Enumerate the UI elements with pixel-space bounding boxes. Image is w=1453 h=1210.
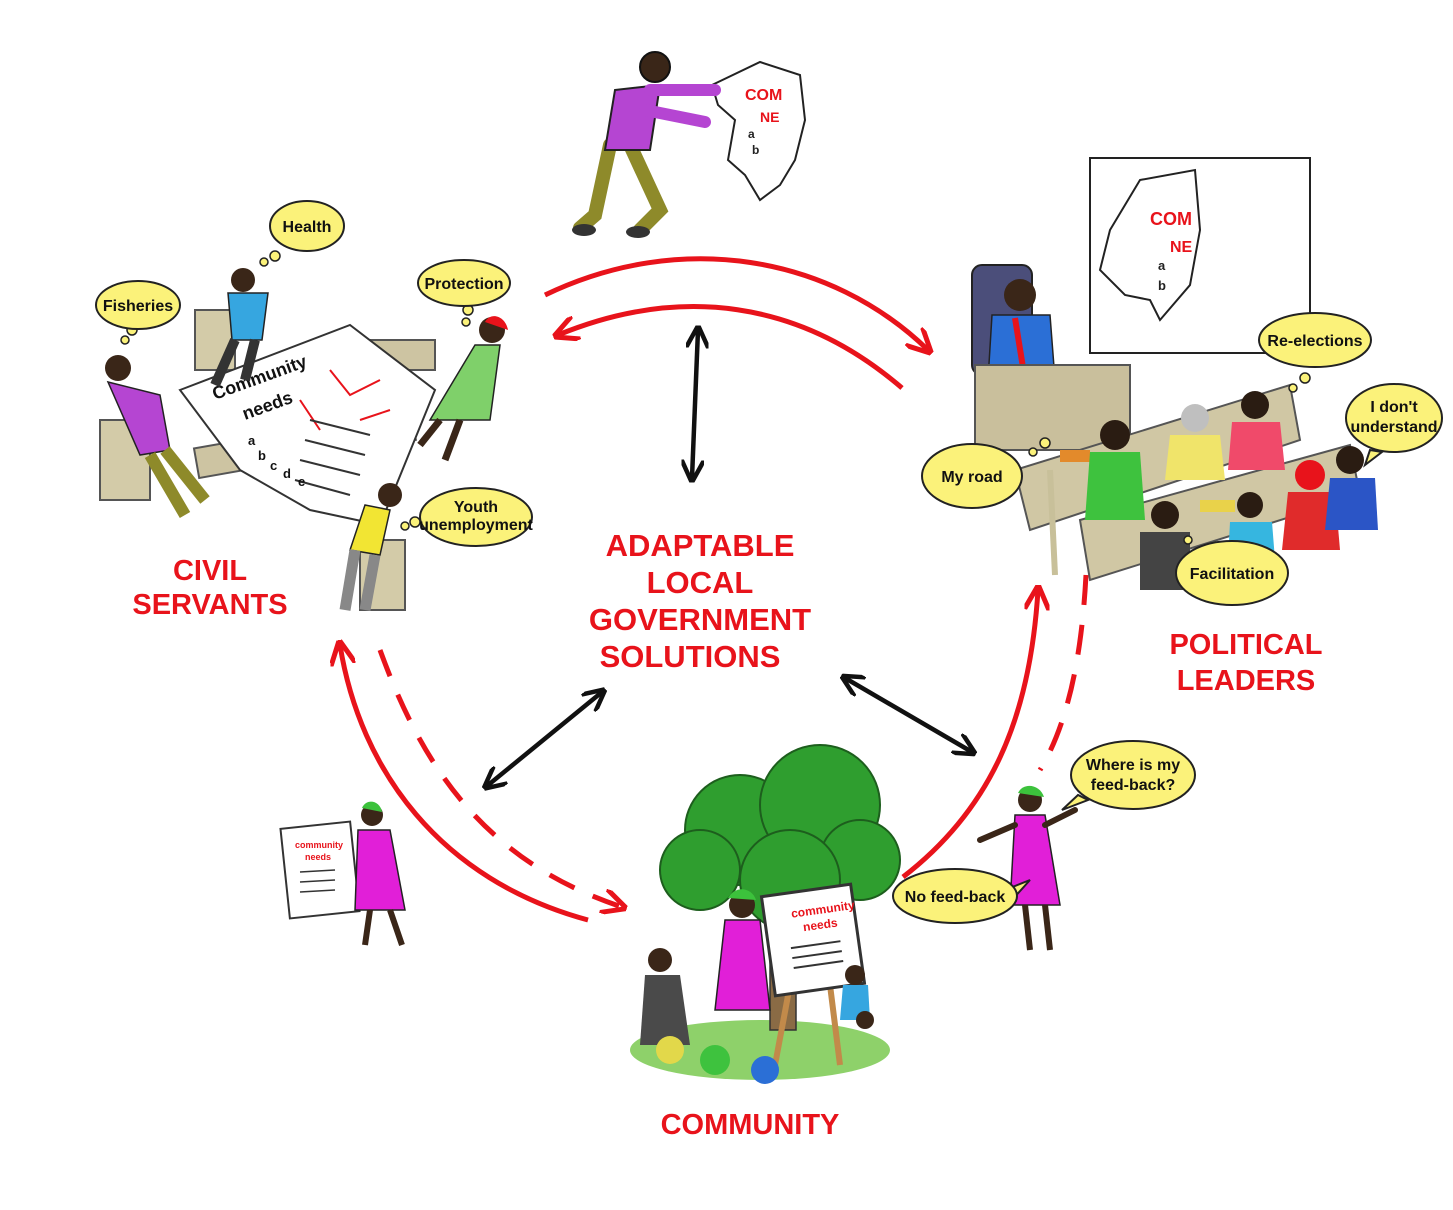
bubble-health: Health: [259, 200, 345, 267]
tree-canopy: [659, 744, 901, 931]
figure-blue-shirt: [210, 268, 269, 388]
political-leaders-line-1: POLITICAL: [1169, 629, 1322, 661]
community-audience: [640, 948, 874, 1084]
carried-sheet-line-2: NE: [760, 109, 779, 125]
bubble-facilitation-text: Facilitation: [1190, 566, 1274, 583]
bubbles: Health Fisheries Protection Youth unempl…: [95, 200, 1443, 924]
double-arrow-right: [845, 678, 972, 752]
board-item-b: b: [1158, 278, 1166, 293]
arrow-civil-to-political: [543, 256, 928, 350]
civil-sheet-item-a: a: [248, 433, 256, 448]
figure-purple-shirt: [105, 355, 210, 519]
arrow-community-to-civil: [340, 645, 589, 923]
figure-yellow-shirt: [339, 483, 402, 611]
civil-servants-line-1: CIVIL: [173, 555, 247, 587]
bubble-no-feedback-text: No feed-back: [905, 889, 1006, 906]
civil-sheet-item-b: b: [258, 448, 266, 463]
community-sheet-line-2: needs: [802, 915, 839, 934]
bubble-facilitation: Facilitation: [1175, 535, 1289, 606]
bubble-youth-unemployment: Youth unemployment: [400, 487, 534, 547]
civil-sheet-item-c: c: [270, 458, 277, 473]
small-sheet-line-1: community: [295, 840, 343, 850]
civil-sheet-item-e: e: [298, 474, 305, 489]
bubble-re-elections: Re-elections: [1258, 312, 1372, 393]
center-line-2: LOCAL: [647, 565, 754, 600]
double-arrow-top: [692, 330, 698, 478]
bubble-re-elections-text: Re-elections: [1267, 333, 1362, 350]
bubble-dont-understand-line-2: understand: [1350, 419, 1437, 436]
arrow-political-to-civil: [558, 304, 904, 390]
bubble-youth-line-2: unemployment: [419, 517, 533, 534]
arrow-civil-to-community-dashed: [377, 649, 622, 907]
center-line-3: GOVERNMENT: [589, 602, 811, 637]
board-item-a: a: [1158, 258, 1166, 273]
political-leaders-scene: COM NE a b: [971, 157, 1378, 590]
double-arrow-left: [487, 692, 602, 786]
bubble-dont-understand-line-1: I don't: [1370, 399, 1418, 416]
community-label: COMMUNITY: [661, 1109, 840, 1141]
bubble-where-feedback-line-2: feed-back?: [1091, 777, 1175, 794]
bubble-dont-understand: I don't understand: [1345, 383, 1443, 468]
small-sheet-line-2: needs: [305, 852, 331, 862]
political-leaders-line-2: LEADERS: [1177, 665, 1316, 697]
arrow-community-to-political: [901, 590, 1038, 879]
bubble-my-road: My road: [921, 437, 1051, 509]
feedback-dashed-line: [1037, 574, 1089, 772]
civil-sheet-item-d: d: [283, 466, 291, 481]
bubble-protection-text: Protection: [424, 276, 503, 293]
board-line-2: NE: [1170, 239, 1193, 256]
board-line-1: COM: [1150, 209, 1192, 229]
bubble-health-text: Health: [283, 219, 332, 236]
bubble-where-feedback: Where is my feed-back?: [1061, 740, 1196, 811]
community-facilitator: [714, 889, 771, 1011]
carried-sheet: [710, 60, 807, 202]
center-arrows: [487, 330, 972, 786]
civil-servants-scene: Community needs a b c d e: [99, 268, 508, 611]
bubble-where-feedback-line-1: Where is my: [1086, 757, 1180, 774]
center-line-1: ADAPTABLE: [606, 528, 795, 563]
cycle-arrows: [340, 256, 1089, 923]
bubble-my-road-text: My road: [941, 469, 1002, 486]
figure-asking-feedback: [977, 785, 1078, 951]
community-scene: community needs: [630, 744, 901, 1084]
bubble-protection: Protection: [417, 259, 511, 327]
figure-green-dress: [417, 316, 508, 462]
center-line-4: SOLUTIONS: [600, 639, 781, 674]
figure-with-needs-sheet: community needs: [279, 801, 406, 946]
center-title: ADAPTABLE LOCAL GOVERNMENT SOLUTIONS: [589, 528, 811, 674]
carried-sheet-line-1: COM: [745, 87, 782, 104]
carried-sheet-item-b: b: [752, 143, 759, 157]
civil-servants-line-2: SERVANTS: [132, 589, 287, 621]
bubble-youth-line-1: Youth: [454, 499, 498, 516]
easel: community needs: [759, 882, 867, 1066]
audience: [1085, 391, 1378, 590]
bubble-fisheries: Fisheries: [95, 280, 181, 345]
bubble-no-feedback: No feed-back: [892, 868, 1031, 924]
carried-sheet-item-a: a: [748, 127, 755, 141]
messenger-figure: COM NE a b: [572, 51, 807, 238]
bubble-fisheries-text: Fisheries: [103, 298, 173, 315]
group-labels: CIVIL SERVANTS POLITICAL LEADERS COMMUNI…: [132, 555, 1322, 1141]
